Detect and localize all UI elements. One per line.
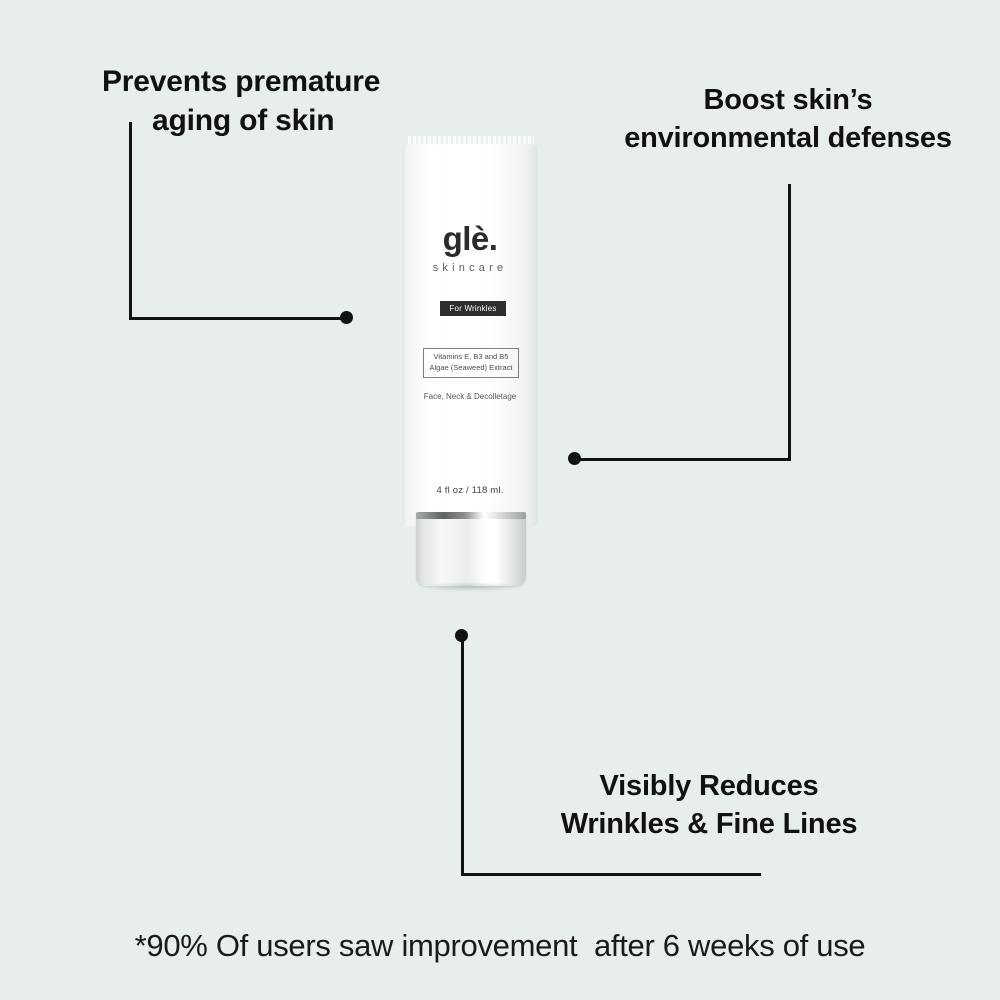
leader-dot-prevents-aging bbox=[340, 311, 353, 324]
product-ingredients-line1: Vitamins E, B3 and B5 bbox=[433, 352, 509, 362]
leader-line-vertical-boost-defenses bbox=[788, 184, 791, 461]
product-usage-area: Face, Neck & Decolletage bbox=[423, 392, 517, 401]
callout-reduces-wrinkles-line2: Wrinkles & Fine Lines bbox=[560, 807, 858, 840]
leader-dot-boost-defenses bbox=[568, 452, 581, 465]
product-badge-for-wrinkles: For Wrinkles bbox=[440, 301, 506, 316]
product-volume: 4 fl oz / 118 ml. bbox=[436, 485, 504, 496]
callout-reduces-wrinkles-line1: Visibly Reduces bbox=[599, 770, 819, 802]
leader-line-horizontal-boost-defenses bbox=[580, 458, 791, 461]
callout-prevents-aging-line1: Prevents premature bbox=[102, 65, 381, 98]
product-tube: glè. skincare For Wrinkles Vitamins E, B… bbox=[396, 130, 544, 592]
callout-boost-defenses-line2: environmental defenses bbox=[624, 121, 952, 154]
tube-cap-rim bbox=[416, 512, 526, 519]
leader-line-horizontal-prevents-aging bbox=[129, 317, 347, 320]
leader-dot-reduces-wrinkles bbox=[455, 629, 468, 642]
tube-cap-shadow bbox=[420, 582, 522, 592]
leader-line-vertical-reduces-wrinkles bbox=[461, 637, 464, 876]
product-ingredients-box: Vitamins E, B3 and B5 Algae (Seaweed) Ex… bbox=[423, 348, 519, 378]
tube-body bbox=[402, 144, 538, 526]
callout-prevents-aging-line2: aging of skin bbox=[152, 104, 335, 137]
leader-line-vertical-prevents-aging bbox=[129, 122, 132, 320]
tube-cap bbox=[416, 512, 526, 586]
callout-prevents-aging: Prevents premature aging of skin bbox=[78, 62, 428, 140]
callout-reduces-wrinkles: Visibly Reduces Wrinkles & Fine Lines bbox=[520, 768, 898, 843]
product-brand-subtitle: skincare bbox=[432, 262, 508, 274]
callout-boost-defenses-line1: Boost skin’s bbox=[703, 84, 873, 116]
product-ingredients-line2: Algae (Seaweed) Extract bbox=[429, 363, 513, 372]
callout-boost-defenses: Boost skin’s environmental defenses bbox=[592, 82, 984, 157]
leader-line-horizontal-reduces-wrinkles bbox=[461, 873, 761, 876]
product-brand-name: glè. bbox=[442, 220, 498, 257]
footnote-claim: *90% Of users saw improvement after 6 we… bbox=[134, 928, 866, 963]
